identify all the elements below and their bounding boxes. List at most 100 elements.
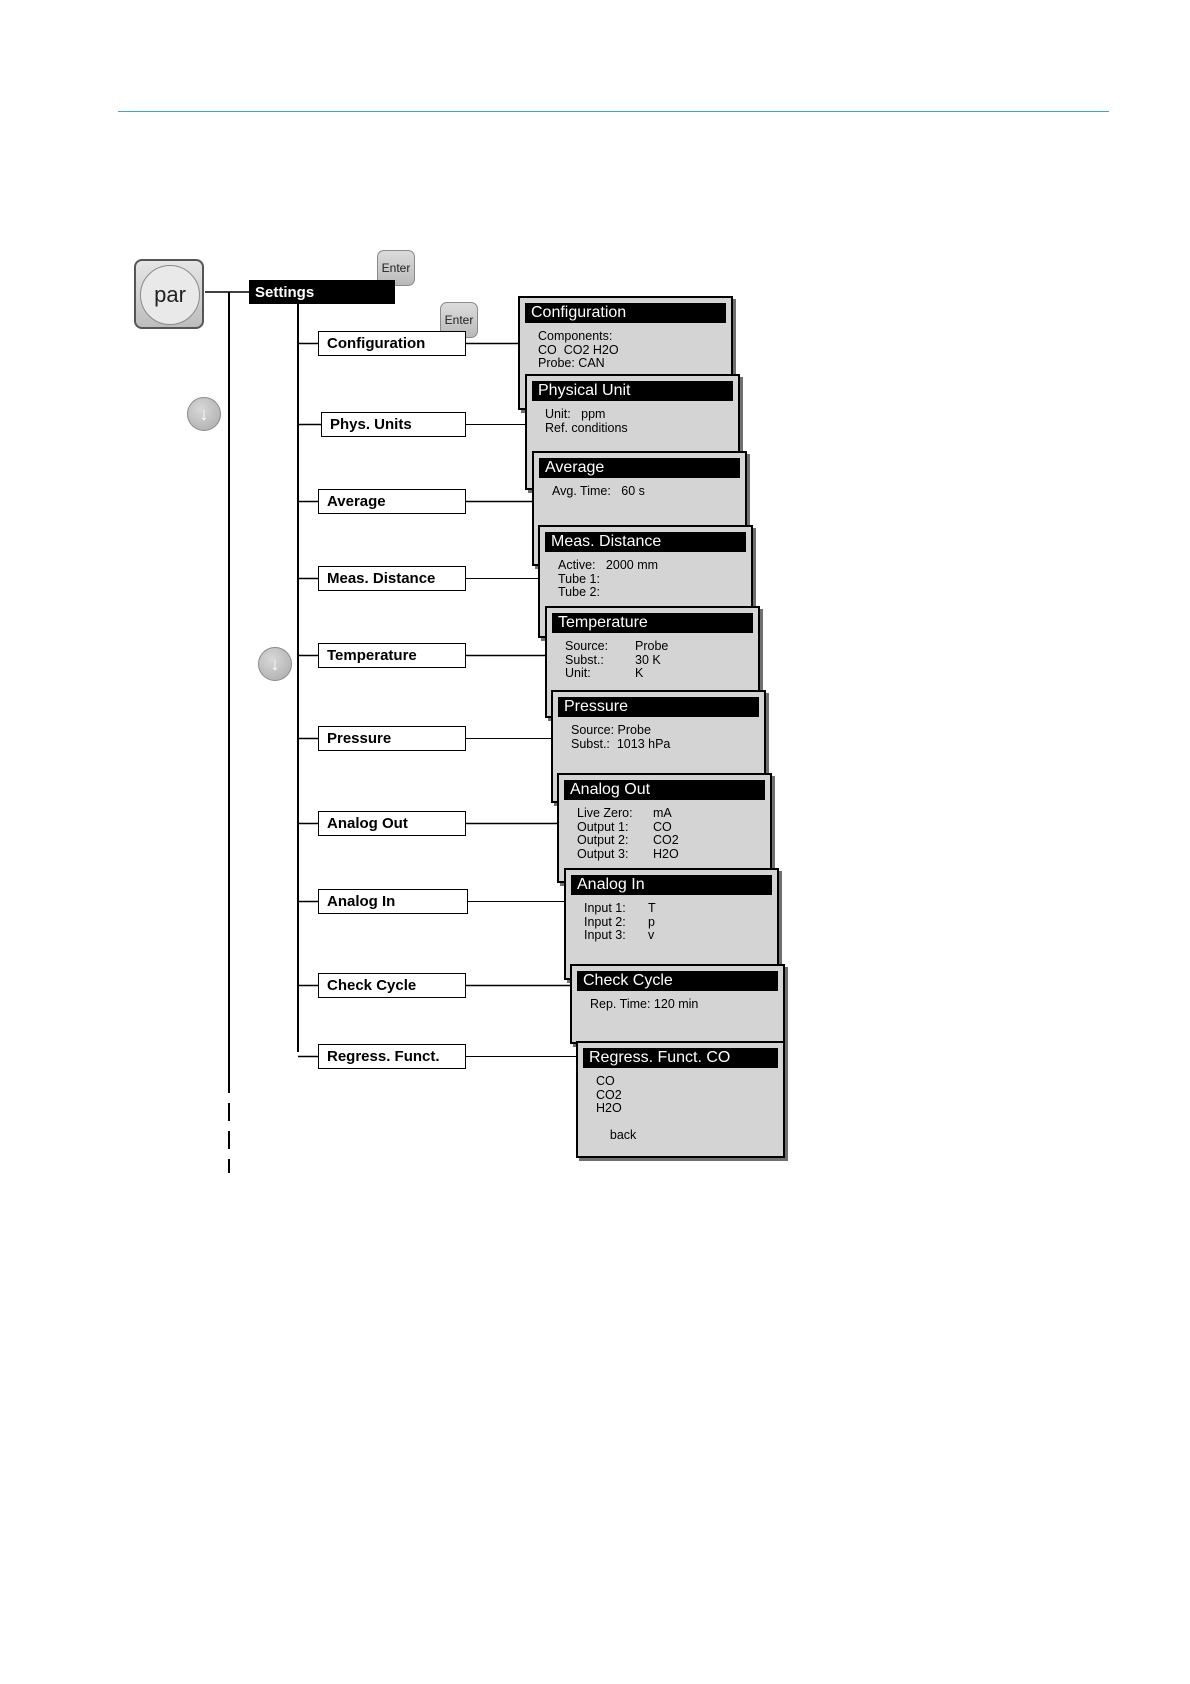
screen-row-label: Subst.: [565,652,604,667]
screen-row: Ref. conditions [545,420,628,436]
screen-title: Physical Unit [532,381,733,401]
screen-row-label: Input 2: [584,914,626,929]
screen-row-label: Unit: [565,666,591,681]
screen-row-label: CO2 [596,1087,622,1102]
screen-row [596,1116,636,1130]
screen-row-label: Avg. Time: 60 s [552,484,645,498]
screen-row: Tube 1: [558,571,658,587]
screen-row-value: CO2 [653,833,679,848]
screen-row: back [596,1129,636,1143]
down-arrow-submenu-glyph: ↓ [270,653,280,674]
header-rule [118,111,1109,112]
menu-item-phys-units[interactable]: Phys. Units [321,412,466,437]
menu-item-check-cycle[interactable]: Check Cycle [318,973,466,998]
screen-title: Pressure [558,697,759,717]
screen-row-value: CO [653,819,672,834]
screen-row: Input 3:v [584,929,656,943]
screen-row-label: Input 1: [584,901,626,915]
screen-row-label: Source: Probe [571,723,651,737]
screen-title: Meas. Distance [545,532,746,552]
menu-item-meas-distance[interactable]: Meas. Distance [318,566,466,591]
screen-title: Regress. Funct. CO [583,1048,778,1068]
screen-title: Analog In [571,875,772,895]
screen-row-label: Tube 1: [558,571,600,586]
screen-row: Rep. Time: 120 min [590,997,699,1012]
menu-item-configuration[interactable]: Configuration [318,331,466,356]
screen-row-label: back [596,1128,637,1143]
enter-key-label: Enter [381,261,411,275]
screen-row: Probe: CAN [538,357,619,371]
screen-row: Tube 2: [558,586,658,600]
screen-row-label: CO [596,1074,615,1088]
screen-row-value: K [635,666,644,681]
down-arrow-icon[interactable]: ↓ [187,397,221,431]
screen-row: Input 1:T [584,901,656,916]
screen-row-label: Subst.: 1013 hPa [571,736,671,751]
screen-row-value: p [648,914,655,929]
screen-row: CO [596,1074,636,1089]
screen-row-label: Output 3: [577,846,629,861]
screen-row: H2O [596,1102,636,1116]
screen-row-label: Tube 2: [558,585,600,600]
menu-item-average[interactable]: Average [318,489,466,514]
screen-row: CO2 [596,1087,636,1103]
screen-row: CO CO2 H2O [538,342,619,358]
menu-item-pressure[interactable]: Pressure [318,726,466,751]
menu-item-temperature[interactable]: Temperature [318,643,466,668]
screen-title: Configuration [525,303,726,323]
screen-row: Unit: ppm [545,407,628,422]
par-key-label: par [140,265,200,325]
par-key[interactable]: par [134,259,204,329]
screen-title: Check Cycle [577,971,778,991]
screen-row-label: Ref. conditions [545,420,628,435]
screen-row: Active: 2000 mm [558,558,659,573]
screen-row-label: Components: [538,329,613,343]
down-arrow-glyph: ↓ [199,403,209,424]
menu-item-analog-out[interactable]: Analog Out [318,811,466,836]
screen-row-label: H2O [596,1101,622,1116]
screen-row: Subst.: 1013 hPa [571,736,671,752]
screen-row-label: Active: 2000 mm [558,558,659,572]
screen-row: Output 1: CO [577,819,679,835]
screen-row-label: Probe: CAN [538,356,605,371]
menu-item-regress-funct[interactable]: Regress. Funct. [318,1044,466,1069]
screen-row: Source: Probe [571,723,670,738]
screen-row-label [596,1116,599,1130]
screen-row: Input 2: p [584,914,656,930]
screen-row-label: Output 2: [577,833,629,848]
menu-item-analog-in[interactable]: Analog In [318,889,468,914]
screen-row-label: Unit: ppm [545,407,606,421]
screen-row-value: mA [653,806,672,820]
screen-body: Rep. Time: 120 min [590,997,699,1012]
screen-row-value: H2O [653,846,679,861]
screen-row-label: Output 1: [577,819,629,834]
screen-row: Subst.: 30 K [565,652,668,668]
screen-row-value: Probe [635,639,669,653]
screen-row-value: 30 K [635,652,661,667]
screen-row-label: Input 3: [584,928,626,943]
enter-key-submenu-label: Enter [444,313,474,327]
screen-title: Average [539,458,740,478]
screen-row: Avg. Time: 60 s [552,484,645,499]
screen-title: Analog Out [564,780,765,800]
settings-menu-title[interactable]: Settings [249,280,395,304]
screen-row: Unit: K [565,667,668,681]
screen-body: Avg. Time: 60 s [552,484,645,499]
screen-title: Temperature [552,613,753,633]
screen-row-label: CO CO2 H2O [538,342,619,357]
screen-row-label: Rep. Time: 120 min [590,997,699,1011]
down-arrow-icon-submenu[interactable]: ↓ [258,647,292,681]
screen-row-label: Live Zero: [577,806,633,820]
screen-row: Live Zero: mA [577,806,679,821]
